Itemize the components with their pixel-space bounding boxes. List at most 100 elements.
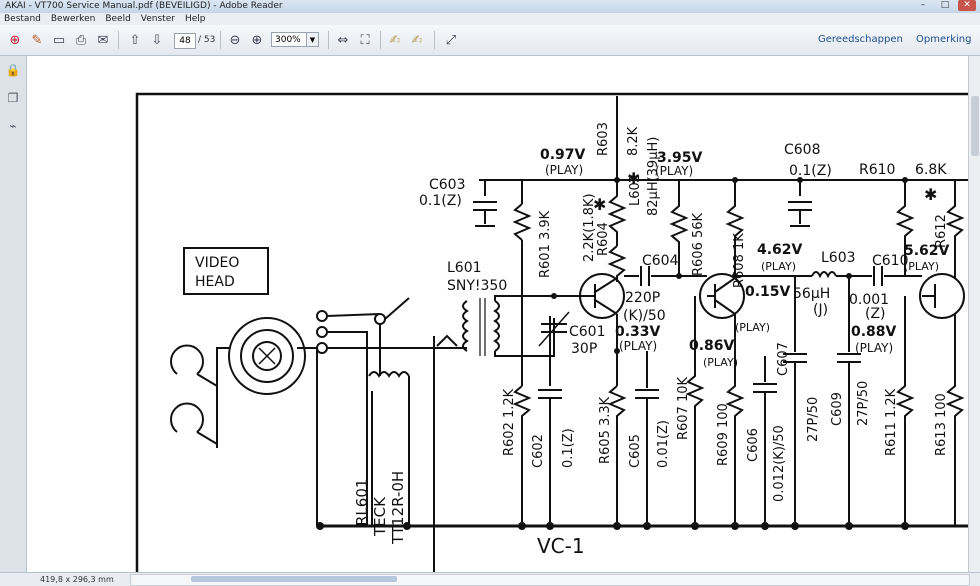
c606-label: C606 <box>746 428 761 462</box>
v088-play: (PLAY) <box>855 341 893 355</box>
print-icon[interactable]: ⎙ <box>75 32 87 48</box>
window-controls: – □ ✕ <box>914 0 976 13</box>
schematic-diagram: VIDEO HEAD L601 SNY!350 C603 0.1(Z) 0.97… <box>135 92 968 572</box>
c605-value: 0.01(Z) <box>656 420 671 468</box>
video-head-label: VIDEO <box>195 255 239 271</box>
r607-label: R607 10K <box>676 376 691 440</box>
save-icon[interactable]: ▭ <box>52 32 66 48</box>
r608-label: R608 1K <box>732 233 747 288</box>
r606-label: R606 56K <box>691 212 706 276</box>
c605-label: C605 <box>628 434 643 468</box>
page-size: 419,8 x 296,3 mm <box>40 575 114 584</box>
v097-play: (PLAY) <box>545 163 583 177</box>
l602-value: 82μH(39μH) <box>646 137 661 216</box>
maximize-button[interactable]: □ <box>940 0 950 10</box>
horizontal-scrollbar[interactable] <box>130 574 970 586</box>
r603-value: 8.2K <box>626 126 641 156</box>
v562-play: (PLAY) <box>904 260 939 273</box>
c606-value: 0.012(K)/50 <box>772 425 787 502</box>
close-button[interactable]: ✕ <box>958 0 976 11</box>
r609-label: R609 100 <box>716 403 731 466</box>
l603-value: 56μH <box>793 286 830 302</box>
r602-label: R602 1.2K <box>502 388 517 456</box>
edit-icon[interactable]: ✎ <box>31 32 43 48</box>
star-mark-l602: ✱ <box>627 169 640 188</box>
c604-value: 220P <box>625 290 660 306</box>
tools-button[interactable]: Gereedschappen <box>818 34 903 45</box>
menu-file[interactable]: Bestand <box>4 14 41 24</box>
l603-tol: (J) <box>813 302 828 318</box>
c607-value: 27P/50 <box>806 397 821 442</box>
document-view[interactable]: VIDEO HEAD L601 SNY!350 C603 0.1(Z) 0.97… <box>27 56 968 572</box>
comment-icon[interactable]: ✍ <box>389 32 401 48</box>
fit-width-icon[interactable]: ⇔ <box>337 32 349 48</box>
r604-label: R604 <box>596 222 611 256</box>
email-icon[interactable]: ✉ <box>97 32 109 48</box>
v086-label: 0.86V <box>689 338 735 354</box>
v033-play: (PLAY) <box>619 339 657 353</box>
vertical-scrollbar[interactable] <box>968 56 980 572</box>
navigation-sidebar: 🔒 ❐ ⌁ <box>0 56 27 572</box>
c610-value: 0.001 <box>849 292 889 308</box>
c610-tol: (Z) <box>865 306 886 322</box>
c601-label: C601 <box>569 324 606 340</box>
v086-play: (PLAY) <box>703 356 738 369</box>
menu-view[interactable]: Beeld <box>105 14 131 24</box>
video-head-label-2: HEAD <box>195 274 235 290</box>
create-pdf-icon[interactable]: ⊕ <box>9 32 21 48</box>
menu-help[interactable]: Help <box>184 14 206 24</box>
vc1-label: VC-1 <box>537 534 585 558</box>
c604-rating: (K)/50 <box>623 308 666 324</box>
c604-label: C604 <box>642 253 679 269</box>
minimize-button[interactable]: – <box>920 0 926 10</box>
l601-value: SNY!350 <box>447 278 507 294</box>
v033-label: 0.33V <box>615 324 661 340</box>
c607-label: C607 <box>776 342 791 376</box>
r611-label: R611 1.2K <box>884 388 899 456</box>
next-page-icon[interactable]: ⇩ <box>151 32 163 48</box>
c608-label: C608 <box>784 142 821 158</box>
menu-edit[interactable]: Bewerken <box>50 14 96 24</box>
r601-label: R601 3.9K <box>538 210 553 278</box>
lock-icon[interactable]: 🔒 <box>5 63 21 77</box>
c609-value: 27P/50 <box>856 381 871 426</box>
r613-label: R613 100 <box>934 393 949 456</box>
attachment-icon[interactable]: ⌁ <box>9 119 17 133</box>
l602-label: L602 <box>628 174 643 206</box>
fit-page-icon[interactable]: ⛶ <box>360 32 370 48</box>
c602-label: C602 <box>531 434 546 468</box>
zoom-input[interactable]: 300% <box>271 32 307 47</box>
c601-value: 30P <box>571 341 597 357</box>
teck-label: TECK <box>371 496 389 537</box>
zoom-out-icon[interactable]: ⊖ <box>229 32 241 48</box>
c603-value: 0.1(Z) <box>419 193 462 209</box>
v015-label: 0.15V <box>745 284 791 300</box>
pages-icon[interactable]: ❐ <box>7 91 19 105</box>
zoom-in-icon[interactable]: ⊕ <box>251 32 263 48</box>
zoom-dropdown-icon[interactable]: ▼ <box>307 32 319 47</box>
vertical-scroll-thumb[interactable] <box>971 96 979 156</box>
v462-label: 4.62V <box>757 242 803 258</box>
status-bar: 419,8 x 296,3 mm <box>0 572 980 586</box>
horizontal-scroll-thumb[interactable] <box>191 576 397 582</box>
c608-value: 0.1(Z) <box>789 163 832 179</box>
c610-label: C610 <box>872 253 909 269</box>
v562-label: 5.62V <box>904 243 950 259</box>
l603-label: L603 <box>821 250 856 266</box>
r604-value: 2.2K(1.8K) <box>582 193 597 262</box>
page-total: / 53 <box>198 35 216 45</box>
window-title: AKAI - VT700 Service Manual.pdf (BEVEILI… <box>5 1 283 11</box>
toolbar: ⊕ ✎ ▭ ⎙ ✉ ⇧ ⇩ 48 / 53 ⊖ ⊕ 300% ▼ ⇔ ⛶ ✍ ✍… <box>0 25 980 56</box>
fullscreen-icon[interactable]: ⤢ <box>445 32 457 48</box>
tt12r-label: TT12R-0H <box>389 471 407 545</box>
star-mark-r612: ✱ <box>924 185 937 204</box>
sign-icon[interactable]: ✍ <box>411 32 423 48</box>
page-number-input[interactable]: 48 <box>174 33 196 49</box>
previous-page-icon[interactable]: ⇧ <box>129 32 141 48</box>
menu-window[interactable]: Venster <box>140 14 175 24</box>
v462-play: (PLAY) <box>761 260 796 273</box>
r610-value: 6.8K <box>915 162 947 178</box>
v395-label: 3.95V <box>657 150 703 166</box>
menu-bar: Bestand Bewerken Beeld Venster Help <box>0 13 980 25</box>
comment-button[interactable]: Opmerking <box>916 34 972 45</box>
